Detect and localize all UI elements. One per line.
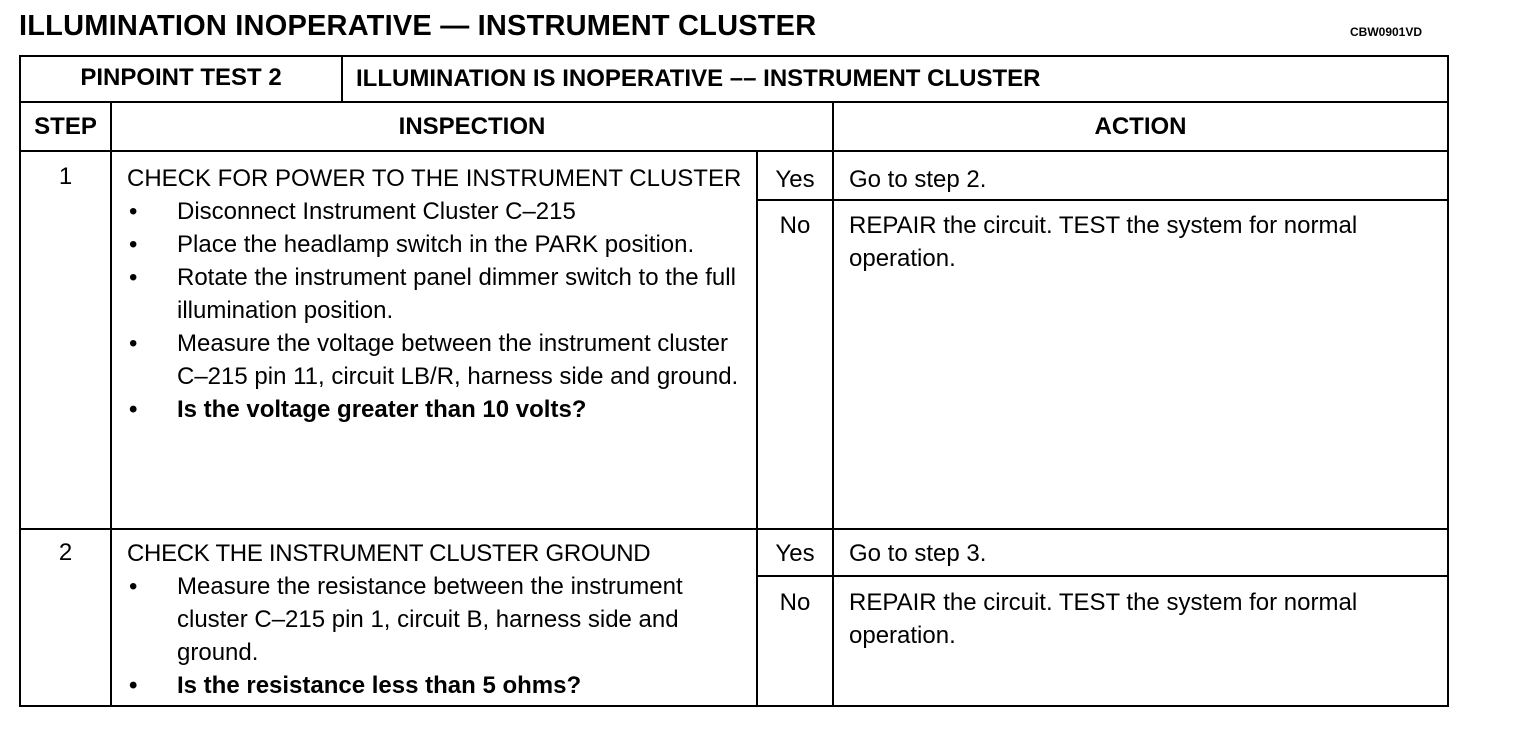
yes-label: Yes	[775, 540, 815, 567]
inspection-content: CHECK THE INSTRUMENT CLUSTER GROUND Meas…	[127, 537, 752, 702]
col-divider	[341, 55, 343, 103]
yes-no-divider	[757, 575, 1449, 577]
col-divider	[832, 101, 834, 707]
figure-code: CBW0901VD	[1350, 25, 1423, 39]
page-title: ILLUMINATION INOPERATIVE — INSTRUMENT CL…	[19, 10, 817, 42]
no-action: REPAIR the circuit. TEST the system for …	[849, 589, 1358, 649]
inspection-question: Is the voltage greater than 10 volts?	[127, 393, 747, 426]
row-divider	[19, 101, 1449, 103]
header-inspection: INSPECTION	[398, 113, 546, 140]
yes-no-divider	[757, 199, 1449, 201]
inspection-bullet: Measure the voltage between the instrume…	[127, 327, 747, 393]
step-heading: CHECK FOR POWER TO THE INSTRUMENT CLUSTE…	[127, 165, 742, 192]
table-border-right	[1447, 55, 1449, 707]
table-border-top	[19, 55, 1449, 57]
pinpoint-test-label: PINPOINT TEST 2	[80, 64, 282, 91]
inspection-content: CHECK FOR POWER TO THE INSTRUMENT CLUSTE…	[127, 162, 747, 426]
table-border-bottom	[19, 705, 1449, 707]
yes-action: Go to step 2.	[849, 166, 987, 193]
inspection-bullet: Place the headlamp switch in the PARK po…	[127, 228, 747, 261]
inspection-question: Is the resistance less than 5 ohms?	[127, 669, 752, 702]
inspection-bullet: Rotate the instrument panel dimmer switc…	[127, 261, 747, 327]
yes-action: Go to step 3.	[849, 540, 987, 567]
no-action: REPAIR the circuit. TEST the system for …	[849, 212, 1358, 272]
col-divider	[756, 150, 758, 707]
col-divider	[110, 101, 112, 707]
table-border-left	[19, 55, 21, 707]
row-divider	[19, 528, 1449, 530]
step-number: 2	[58, 539, 73, 566]
pinpoint-test-title: ILLUMINATION IS INOPERATIVE –– INSTRUMEN…	[356, 65, 1041, 92]
header-action: ACTION	[1094, 113, 1187, 140]
step-number: 1	[58, 163, 73, 190]
no-label: No	[779, 212, 811, 239]
no-label: No	[779, 589, 811, 616]
yes-label: Yes	[775, 166, 815, 193]
step-heading: CHECK THE INSTRUMENT CLUSTER GROUND	[127, 540, 651, 567]
inspection-bullet: Disconnect Instrument Cluster C–215	[127, 195, 747, 228]
row-divider	[19, 150, 1449, 152]
header-step: STEP	[34, 113, 97, 140]
inspection-bullet: Measure the resistance between the instr…	[127, 570, 697, 669]
